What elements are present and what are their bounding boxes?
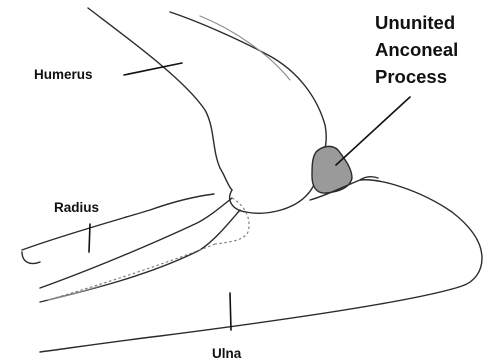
anconeal-process-leader-line (336, 97, 410, 165)
ulna-leader-line (230, 293, 231, 330)
humerus-leader-line (124, 63, 182, 75)
humerus-label: Humerus (34, 67, 93, 82)
radius-label: Radius (54, 200, 99, 215)
humerus-bone (88, 8, 326, 213)
ulna-bone (40, 177, 482, 352)
anconeal-process-label-line-2: Anconeal (375, 39, 458, 60)
radius-leader-line (89, 224, 90, 252)
anconeal-process-label-line-3: Process (375, 66, 447, 87)
ulna-label: Ulna (212, 346, 242, 361)
anconeal-process-label: Ununited Anconeal Process (375, 12, 463, 87)
anconeal-process-label-line-1: Ununited (375, 12, 455, 33)
